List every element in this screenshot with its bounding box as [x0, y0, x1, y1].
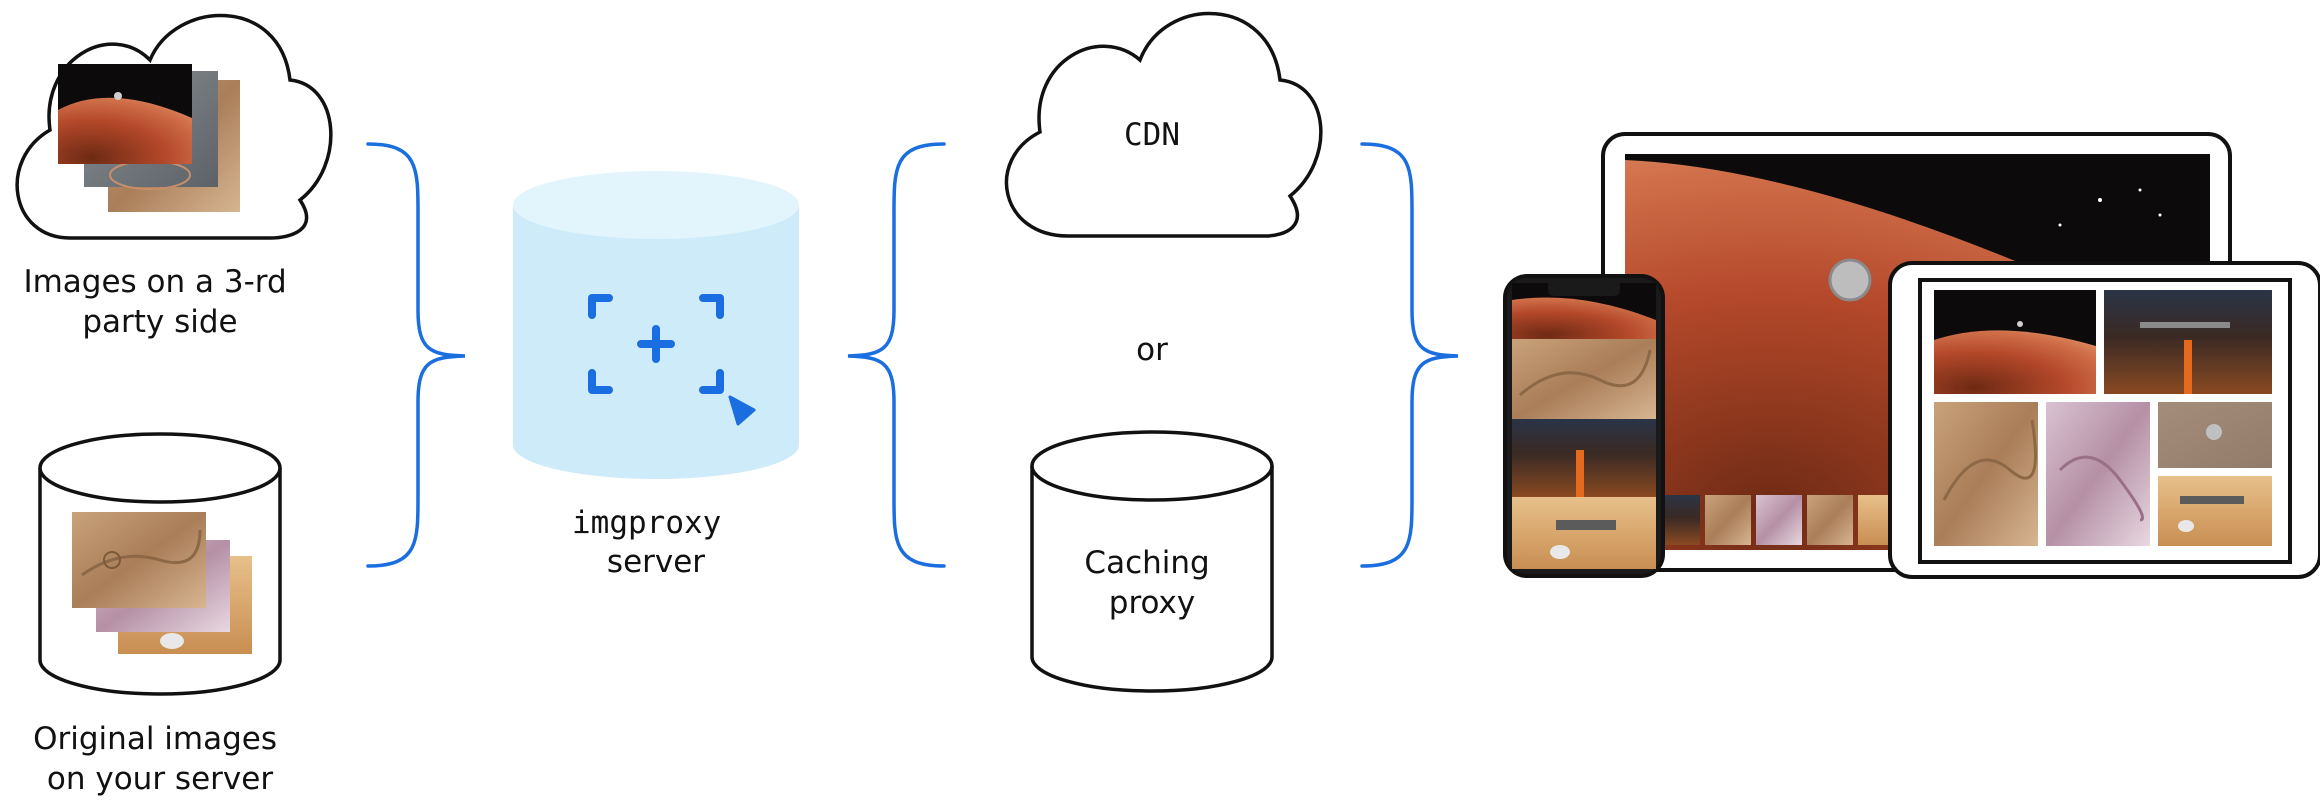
client-devices [1503, 132, 2320, 579]
imgproxy-label: imgproxy server [572, 505, 740, 580]
own-server-label: Original images on your server [33, 721, 287, 797]
tablet-icon [1888, 261, 2320, 579]
cdn-label: CDN [1124, 117, 1180, 153]
thumbnail-strip [1660, 495, 1898, 545]
right-brace [1360, 142, 1459, 568]
own-server-source: Original images on your server [33, 432, 287, 797]
cloud-icon [1004, 11, 1323, 238]
or-label: or [1136, 332, 1168, 368]
imgproxy-server: imgproxy server [513, 171, 799, 580]
database-icon [1030, 430, 1274, 693]
third-party-source: Images on a 3-rd party side [15, 13, 333, 340]
caching-proxy: Caching proxy [1030, 430, 1274, 693]
left-brace [366, 142, 466, 568]
crop-plus-cursor-icon [588, 294, 756, 426]
third-party-label: Images on a 3-rd party side [23, 264, 296, 340]
phone-icon [1503, 274, 1665, 578]
image-stack [58, 64, 240, 212]
cdn: CDN [1004, 11, 1323, 238]
database-icon [513, 171, 799, 479]
caching-proxy-label: Caching proxy [1084, 545, 1219, 621]
image-stack [72, 512, 252, 654]
middle-brace [847, 142, 946, 568]
